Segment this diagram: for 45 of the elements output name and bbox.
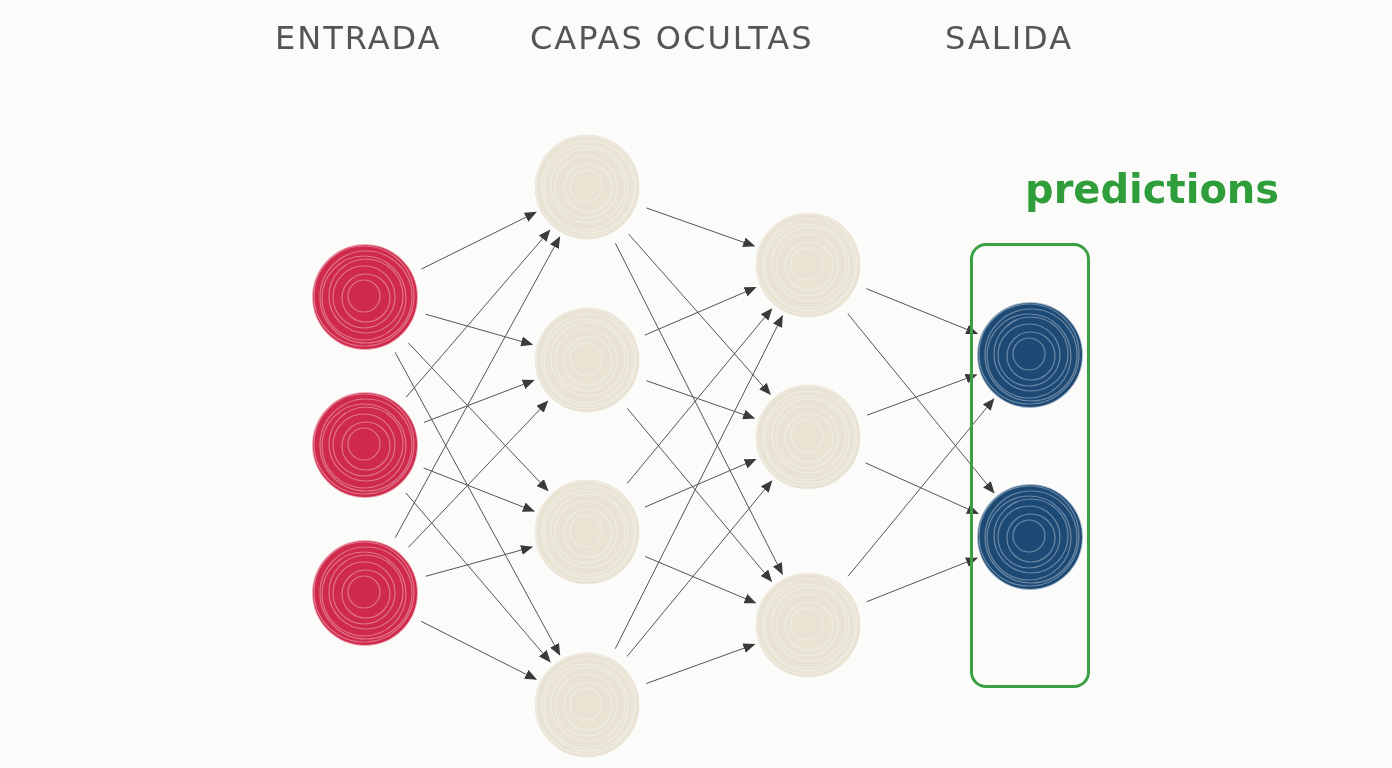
neuron-circle [975,482,1085,592]
arrow [425,313,534,347]
arrow [614,315,783,650]
arrow [866,373,978,416]
arrow [423,379,535,423]
arrow [420,211,537,270]
neuron-circle [753,382,863,492]
neuron-circle [532,132,642,242]
arrow [866,557,978,603]
arrow [394,236,561,539]
neuron-circle [975,300,1085,410]
arrow [645,207,756,248]
arrow [644,555,757,604]
arrow [405,492,551,663]
arrow [626,407,773,582]
arrow [644,287,757,336]
neuron-circle [310,242,420,352]
arrow [626,480,773,657]
arrow [645,643,756,685]
arrow [407,342,549,492]
arrow [407,400,549,548]
arrow [614,242,783,575]
neuron-circle [532,305,642,415]
neuron-circle [753,210,863,320]
neuron-circle [753,570,863,680]
layer-heading: CAPAS OCULTAS [530,22,814,54]
arrow [425,545,533,577]
arrow [865,288,979,335]
neuron-circle [532,650,642,760]
arrow [405,229,551,398]
arrow [423,467,535,512]
arrow [644,459,757,508]
neuron-circle [310,390,420,500]
arrow [626,308,773,484]
arrow [847,313,995,494]
arrow [420,620,537,680]
arrow [847,398,995,577]
arrow [864,462,979,515]
arrow [394,351,561,656]
neuron-circle [310,538,420,648]
layer-heading: SALIDA [945,22,1074,54]
arrow [628,233,771,396]
arrow [646,380,756,420]
layer-heading: ENTRADA [275,22,442,54]
neuron-circle [532,477,642,587]
